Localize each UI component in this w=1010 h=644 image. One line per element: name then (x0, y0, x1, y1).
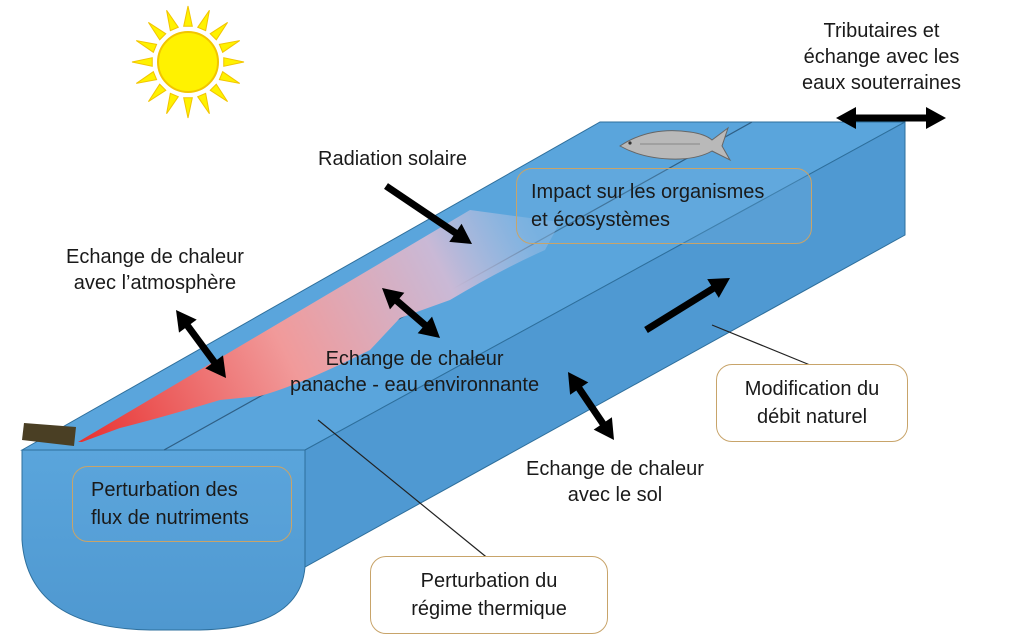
sun-ray (131, 57, 153, 67)
soil-exchange-arrow (568, 372, 614, 440)
nutrients-disruption-box: Perturbation des flux de nutriments (72, 466, 292, 542)
sun-ray (135, 70, 158, 84)
sun-ray (183, 97, 193, 119)
sun-ray (218, 40, 241, 54)
tributaries-label: Tributaires et échange avec les eaux sou… (802, 20, 961, 94)
fish-icon (619, 126, 732, 162)
sun-ray (147, 21, 167, 41)
sun-ray (218, 70, 241, 84)
atmosphere-exchange-arrow (176, 310, 226, 378)
plume-exchange-arrow (382, 288, 440, 338)
organisms-impact-box: Impact sur les organismes et écosystèmes (516, 168, 812, 244)
atmosphere-exchange-label: Echange de chaleur avec l’atmosphère (66, 246, 244, 294)
sun-ray (166, 92, 180, 115)
flow-arrow (644, 278, 730, 333)
sun-disc (157, 31, 219, 93)
sun-ray (209, 21, 229, 41)
sun-ray (223, 57, 245, 67)
sun-ray (166, 9, 180, 32)
sun-ray (147, 83, 167, 103)
leader-line-flow (711, 324, 811, 366)
sun-ray (183, 5, 193, 27)
sun-ray (196, 9, 210, 32)
radiation-label: Radiation solaire (318, 148, 467, 170)
flow-modification-box: Modification du débit naturel (716, 364, 908, 442)
river-cross-section (21, 449, 306, 631)
sun-ray (196, 92, 210, 115)
sun-ray (209, 83, 229, 103)
plume-exchange-label: Echange de chaleur panache - eau environ… (290, 348, 540, 396)
thermal-regime-box: Perturbation du régime thermique (370, 556, 608, 634)
sun-ray (135, 40, 158, 54)
tributaries-arrow (836, 107, 946, 129)
radiation-arrow (384, 183, 472, 244)
soil-exchange-label: Echange de chaleur avec le sol (526, 458, 704, 506)
thermal-plume (78, 210, 560, 442)
sun-icon (131, 5, 245, 119)
discharge-pipe-icon (22, 423, 76, 446)
leader-line-thermal (317, 419, 491, 561)
